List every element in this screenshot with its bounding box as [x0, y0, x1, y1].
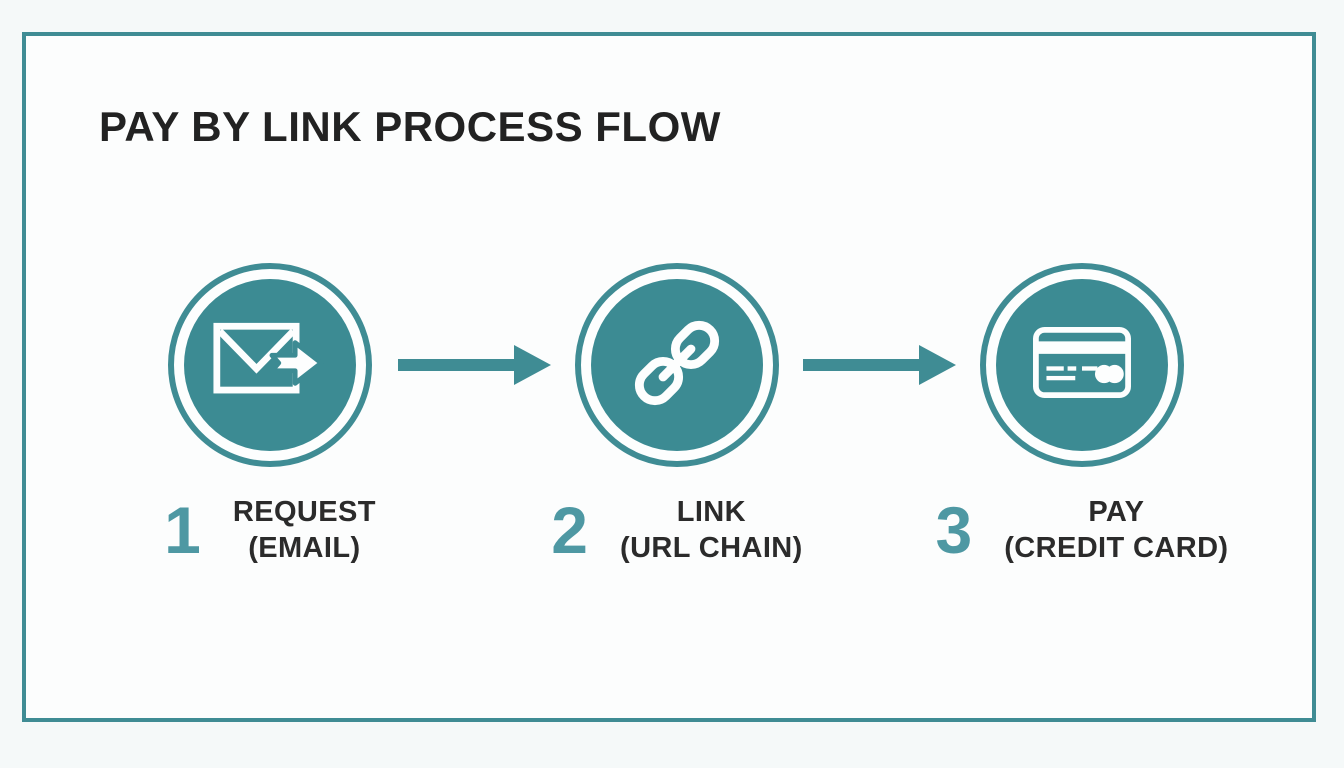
- email-send-icon: [212, 320, 328, 411]
- step-label-line2: (URL CHAIN): [620, 532, 803, 565]
- step-circle-request: [168, 263, 372, 467]
- chain-link-icon: [625, 311, 729, 420]
- page-title: PAY BY LINK PROCESS FLOW: [99, 103, 721, 150]
- step-number: 1: [164, 493, 201, 568]
- step-label-text: PAY (CREDIT CARD): [1004, 494, 1228, 567]
- step-circle-pay: [980, 263, 1184, 467]
- step-label-line2: (EMAIL): [248, 532, 361, 565]
- step-circle-link: [575, 263, 779, 467]
- step-number: 2: [551, 493, 589, 568]
- step-label-request: 1 REQUEST (EMAIL): [80, 494, 460, 567]
- step-label-link: 2 LINK (URL CHAIN): [487, 494, 867, 567]
- arrow-right-icon: [803, 341, 957, 389]
- step-label-line1: PAY: [1088, 496, 1145, 528]
- step-label-line1: REQUEST: [232, 496, 376, 528]
- step-label-line2: (CREDIT CARD): [1004, 532, 1229, 565]
- step-circle-request-disc: [184, 279, 356, 451]
- step-circle-link-disc: [591, 279, 763, 451]
- step-label-text: REQUEST (EMAIL): [233, 494, 376, 567]
- step-label-pay: 3 PAY (CREDIT CARD): [892, 494, 1272, 567]
- step-label-text: LINK (URL CHAIN): [620, 494, 803, 567]
- step-circle-pay-disc: [996, 279, 1168, 451]
- step-label-line1: LINK: [676, 496, 746, 528]
- step-number: 3: [935, 493, 973, 568]
- arrow-right-icon: [398, 341, 552, 389]
- credit-card-icon: [1032, 326, 1132, 404]
